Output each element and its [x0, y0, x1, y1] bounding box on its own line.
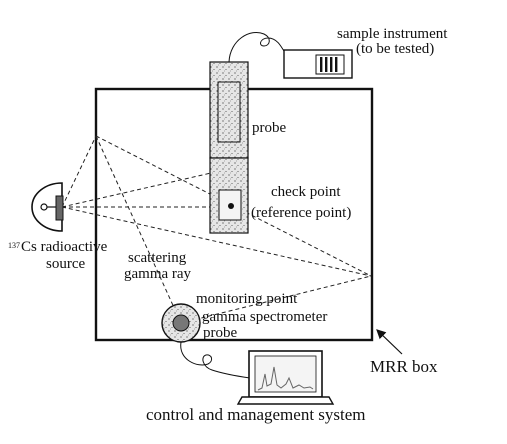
- label-spectrometer-2: probe: [203, 325, 237, 341]
- instrument-cable: [228, 32, 289, 63]
- label-source-superscript: 137: [8, 241, 20, 250]
- label-scattering-2: gamma ray: [124, 266, 192, 282]
- probe: [209, 61, 249, 234]
- cs-source: [31, 182, 64, 232]
- check-point-marker: [228, 203, 234, 209]
- label-sample-instrument-1: sample instrument: [337, 26, 448, 42]
- label-monitoring-point: monitoring point: [196, 291, 298, 307]
- label-check-point-1: check point: [271, 184, 341, 200]
- spectrum-trace: [257, 366, 314, 391]
- label-source-1: Cs radioactive: [21, 239, 108, 255]
- mrr-box-pointer: [376, 329, 403, 355]
- spectrometer-probe: [161, 303, 201, 343]
- label-control-system: control and management system: [146, 405, 366, 424]
- label-sample-instrument-2: (to be tested): [356, 41, 434, 57]
- label-spectrometer-1: gamma spectrometer: [202, 309, 327, 325]
- label-mrr-box: MRR box: [370, 357, 438, 376]
- label-scattering-1: scattering: [128, 250, 187, 266]
- label-source-2: source: [46, 256, 85, 272]
- control-laptop: [236, 350, 335, 405]
- spectrometer-cable: [180, 341, 251, 379]
- label-check-point-2: (reference point): [251, 205, 351, 221]
- sample-instrument: [283, 49, 353, 79]
- label-probe: probe: [252, 120, 286, 136]
